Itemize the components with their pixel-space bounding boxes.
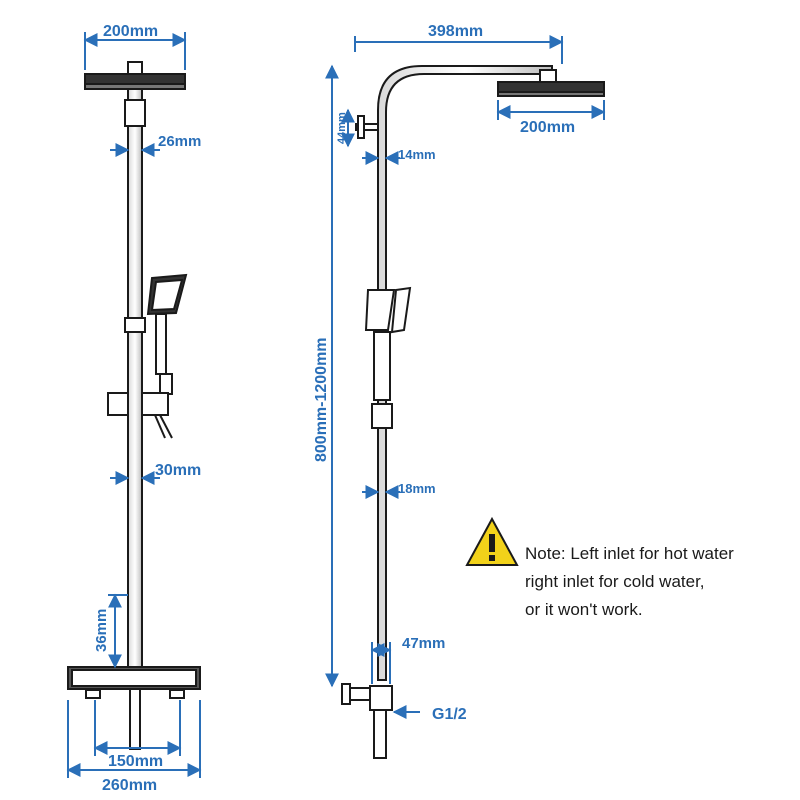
side-hand-shower: [364, 286, 412, 429]
dim-head-pipe-diameter: 26mm: [158, 133, 201, 150]
side-view: [341, 65, 605, 759]
dim-arm-length: 398mm: [428, 23, 483, 40]
dim-inlet-offset: 47mm: [402, 635, 445, 652]
side-rain-head: [497, 81, 605, 93]
side-inlet: [341, 683, 393, 759]
side-knob: [355, 123, 379, 131]
dim-top-head-width: 200mm: [103, 23, 158, 40]
dim-rail-height: 800mm-1200mm: [313, 337, 330, 462]
dim-knob-spacing: 44mm: [336, 112, 348, 144]
dim-upper-pipe-diameter: 14mm: [398, 147, 436, 162]
dim-lower-pipe-diameter: 30mm: [155, 462, 201, 479]
warning-icon: [465, 516, 519, 566]
note-line-1: Note: Left inlet for hot water: [525, 544, 734, 563]
front-hand-shower: [146, 273, 188, 395]
front-lower-pipe: [127, 331, 143, 668]
dim-inlet-thread: G1/2: [432, 706, 467, 723]
inlet-note: Note: Left inlet for hot water right inl…: [525, 540, 795, 624]
side-dimension-lines: [325, 35, 606, 719]
front-dimension-lines: [66, 32, 202, 778]
front-view: [67, 61, 201, 750]
dim-side-lower-pipe-diameter: 18mm: [398, 481, 436, 496]
note-line-2: right inlet for cold water,: [525, 572, 705, 591]
dim-side-head-width: 200mm: [520, 119, 575, 136]
dim-valve-width: 260mm: [102, 777, 157, 794]
front-rain-head: [84, 73, 186, 85]
dim-inlet-spacing: 150mm: [108, 753, 163, 770]
note-line-3: or it won't work.: [525, 600, 643, 619]
dim-valve-height: 36mm: [93, 609, 110, 652]
front-spout: [129, 688, 141, 750]
front-head-connector: [127, 61, 143, 75]
